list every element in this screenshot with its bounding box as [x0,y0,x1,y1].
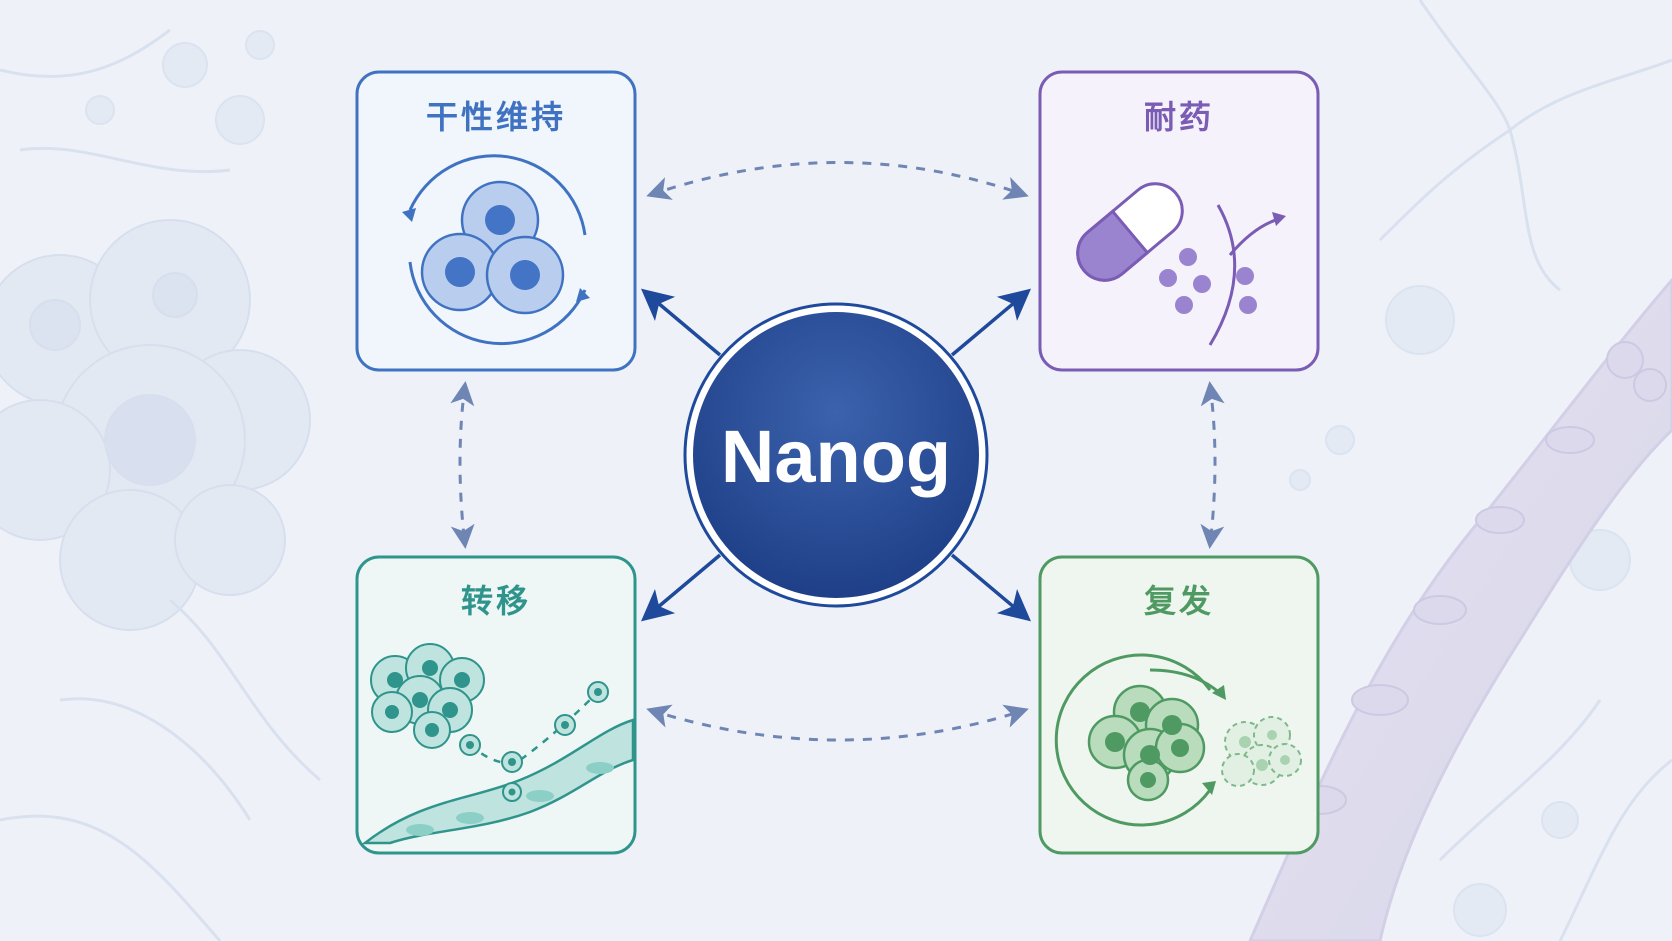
hub-disc [693,312,979,598]
card-stemness-title: 干性维持 [426,98,566,136]
capsule-drug-efflux-icon [1076,182,1286,346]
regrowing-tumor-cycle-icon [1054,653,1302,827]
arrow-to-metastasis [640,553,722,622]
card-resistance[interactable]: 耐药 [1038,70,1320,372]
card-stemness[interactable]: 干性维持 [355,70,637,372]
arrow-to-relapse [950,553,1032,622]
migrating-cells-vessel-icon [361,643,635,845]
arrow-to-stemness [640,288,722,357]
card-relapse[interactable]: 复发 [1038,555,1320,855]
card-relapse-title: 复发 [1144,582,1214,620]
link-resistance-relapse [1200,381,1225,549]
hub-node[interactable]: Nanog [683,302,989,608]
hub-label: Nanog [721,415,951,498]
link-stemness-resistance [646,161,1029,200]
background-dots [85,30,1631,937]
link-stemness-metastasis [450,381,475,549]
arrow-to-resistance [950,288,1032,357]
hub-arrows [640,288,1032,622]
link-metastasis-relapse [646,704,1029,742]
card-metastasis[interactable]: 转移 [355,555,637,855]
background-vessel-cells [1293,341,1667,815]
self-renewing-cell-cluster-icon [402,154,590,346]
dashed-links [450,161,1225,742]
background-cell-cluster-icon [0,219,311,631]
card-metastasis-title: 转移 [461,582,531,620]
card-resistance-title: 耐药 [1144,98,1214,136]
